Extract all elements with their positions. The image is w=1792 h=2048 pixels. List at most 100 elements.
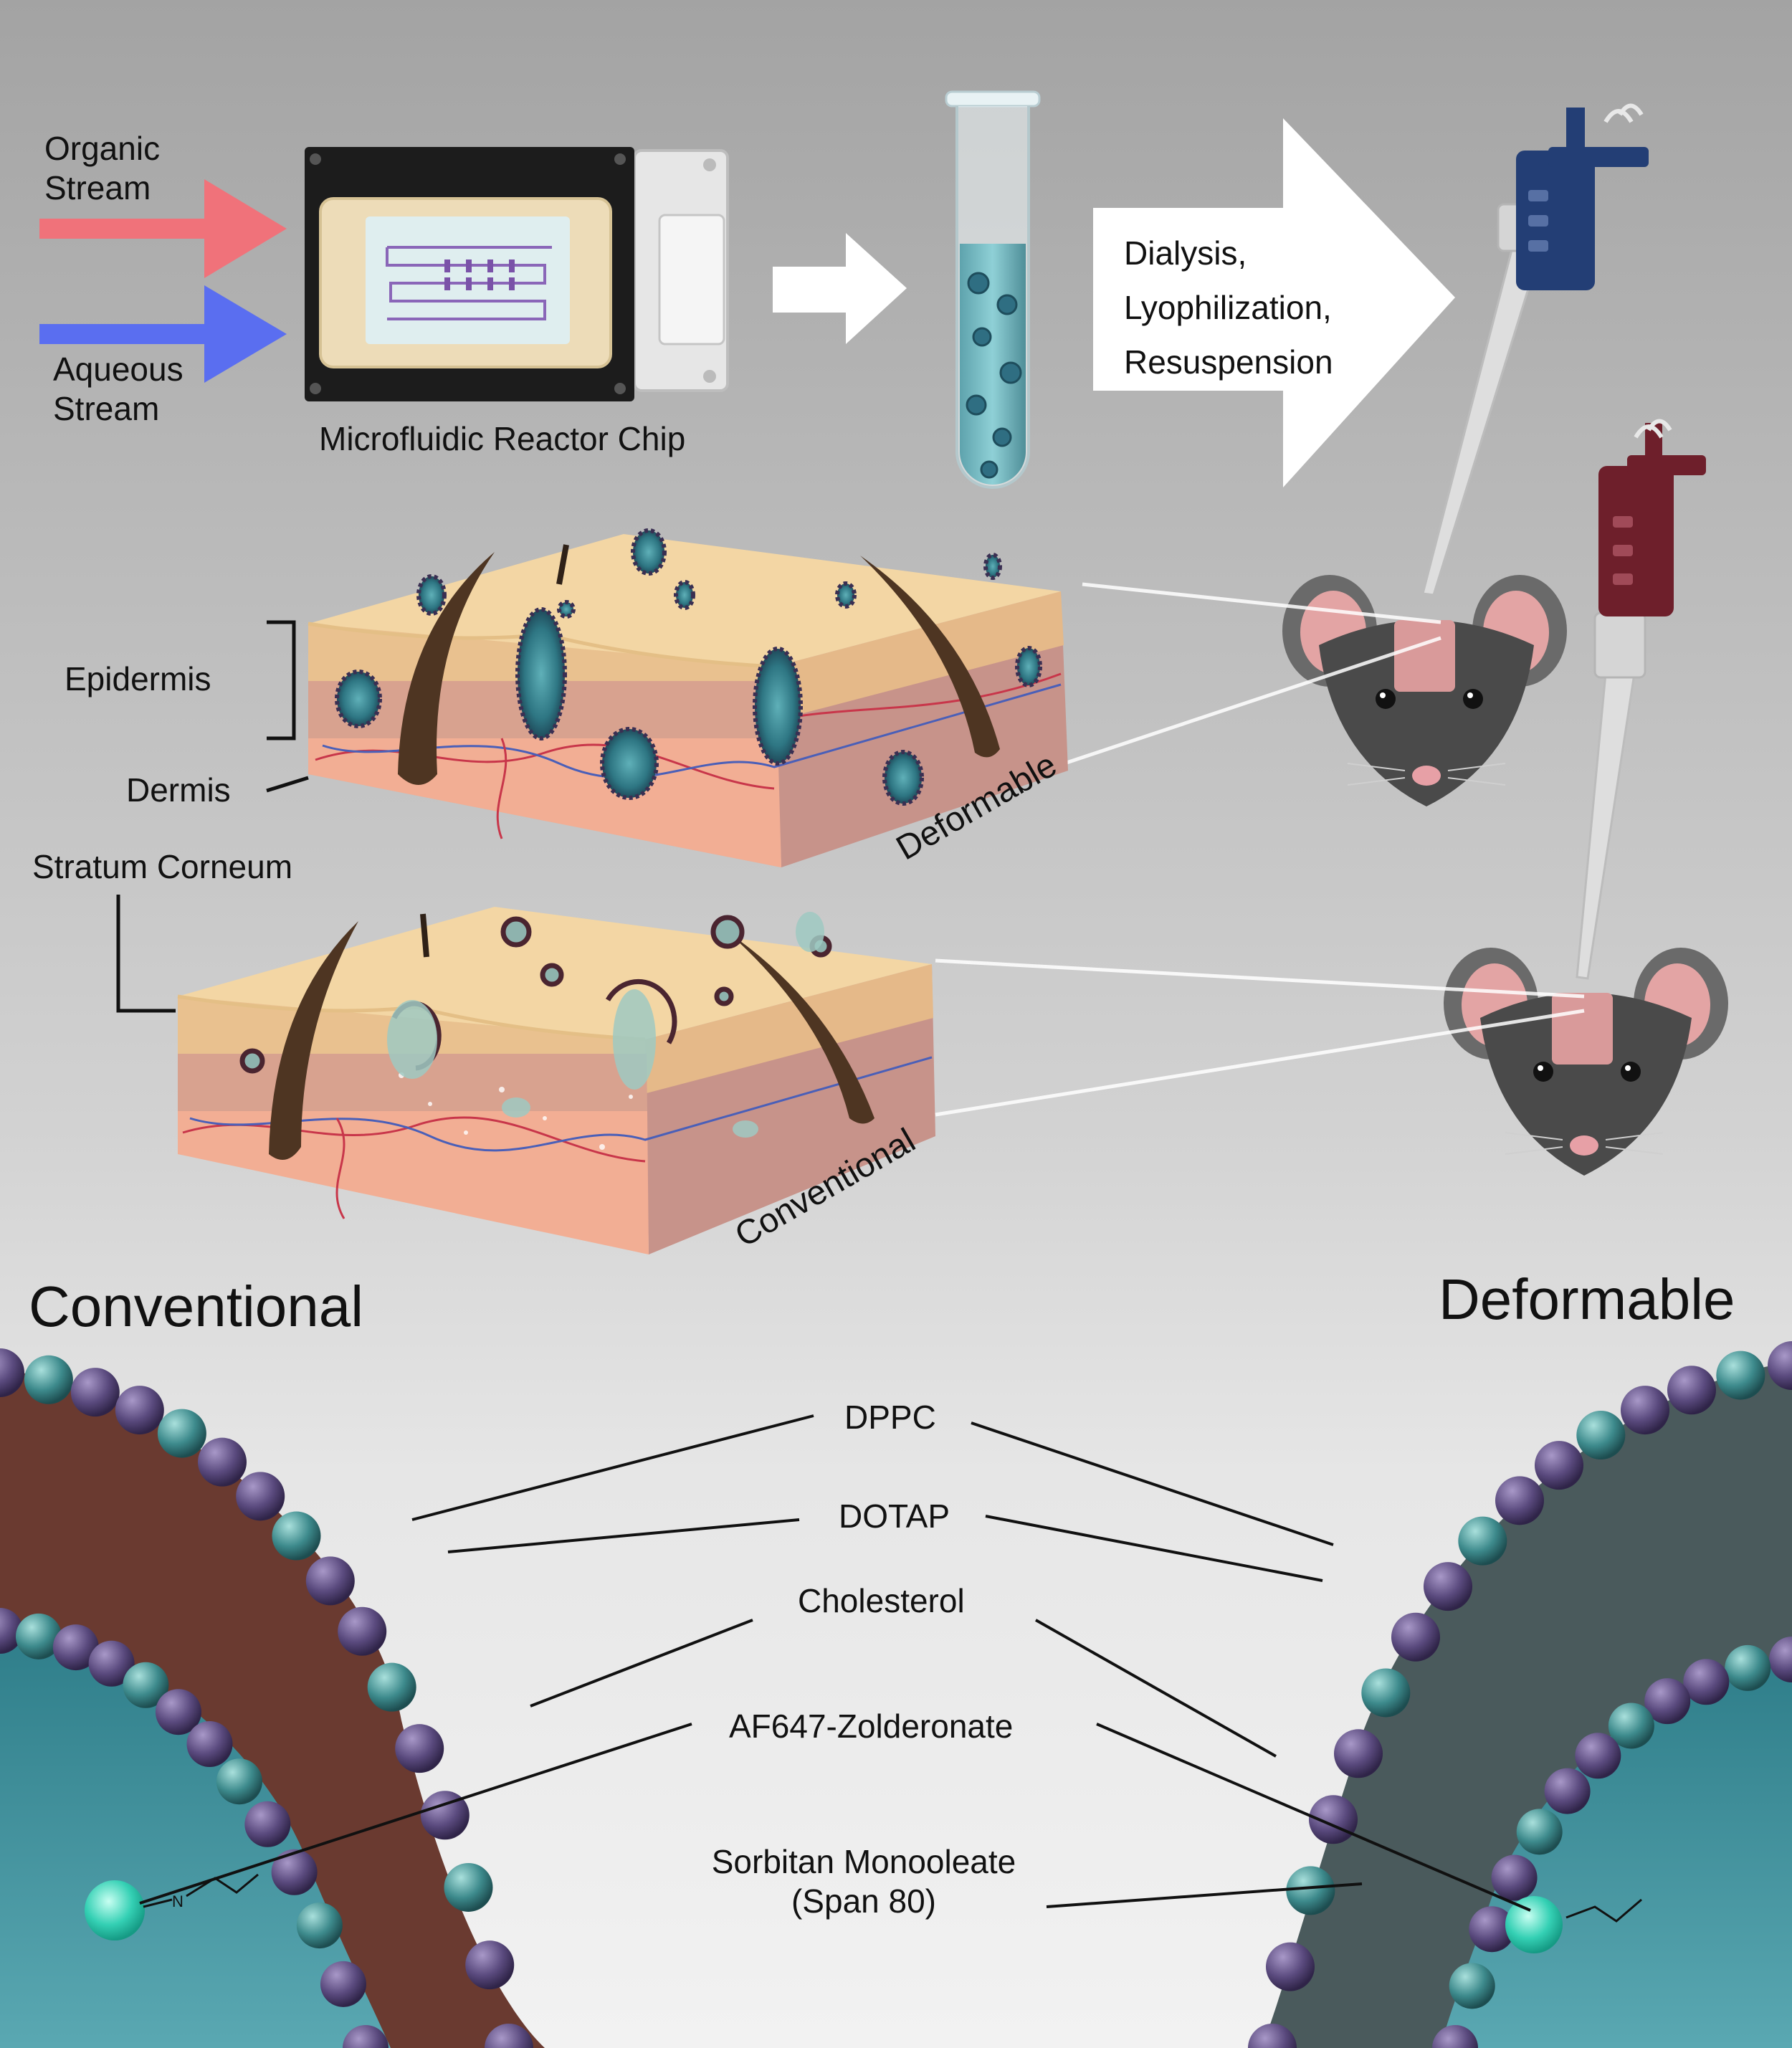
skin-block-icon (308, 528, 1068, 867)
skin-block-icon (177, 907, 935, 1254)
lipid-head (1424, 1562, 1472, 1611)
lipid-head (1469, 1906, 1515, 1953)
process-step-dialysis: Dialysis, (1124, 234, 1247, 272)
process-step-resuspension: Resuspension (1124, 343, 1333, 381)
lipid-head (155, 1689, 201, 1735)
lipid-head (1535, 1441, 1583, 1490)
af647-fluorophore (1505, 1896, 1563, 1953)
test-tube-icon (945, 90, 1041, 489)
process-step-lyophilization: Lyophilization, (1124, 289, 1332, 326)
lipid-head (296, 1902, 343, 1949)
lipid-head (338, 1606, 387, 1656)
epidermis-label: Epidermis (65, 660, 211, 697)
cholesterol-label: Cholesterol (798, 1582, 965, 1619)
lipid-head (1575, 1733, 1621, 1779)
lipid-head (1716, 1351, 1765, 1400)
lipid-head (123, 1662, 169, 1708)
lipid-head (343, 2025, 389, 2048)
lipid-head (1621, 1386, 1669, 1435)
dermis-label: Dermis (126, 771, 231, 809)
lipid-head (271, 1849, 318, 1895)
lipid-head (420, 1791, 470, 1840)
af647-zolderonate-label: AF647-Zolderonate (729, 1708, 1014, 1745)
aqueous-stream-line-1: Aqueous (53, 351, 184, 388)
deformable-title: Deformable (1439, 1267, 1735, 1331)
lipid-head (15, 1613, 62, 1659)
lipid-head (1667, 1366, 1716, 1415)
lipid-head (1361, 1668, 1411, 1718)
lipid-head (1266, 1942, 1315, 1991)
lipid-head (1769, 1637, 1792, 1682)
lipid-head (1458, 1516, 1507, 1566)
lipid-head (1248, 2024, 1297, 2048)
lipid-head (305, 1556, 355, 1606)
lipid-head (1768, 1341, 1792, 1390)
organic-stream-line-2: Stream (44, 169, 151, 207)
lipid-head (1495, 1476, 1544, 1525)
microfluidic-chip-icon (305, 147, 729, 401)
chip-to-tube-arrow (773, 233, 907, 344)
pipette-icon (1421, 103, 1649, 596)
lipid-head (485, 2024, 533, 2048)
process-arrow (1093, 118, 1455, 487)
lipid-head (1576, 1411, 1626, 1460)
lipid-head (465, 1940, 515, 1990)
lipid-head (70, 1368, 120, 1417)
lipid-head (1286, 1866, 1335, 1915)
lipid-head (444, 1862, 493, 1912)
organic-stream-line-1: Organic (44, 130, 161, 167)
span80-label: Sorbitan Monooleate (Span 80) (685, 1842, 1043, 1921)
lipid-head (395, 1724, 444, 1773)
aqueous-stream-line-2: Stream (53, 390, 160, 428)
span80-line-2: (Span 80) (791, 1882, 936, 1920)
lipid-head (272, 1511, 321, 1561)
lipid-head (1683, 1659, 1730, 1705)
pipette-icon (1576, 419, 1706, 980)
lipid-head (115, 1386, 164, 1435)
lipid-head (24, 1355, 73, 1404)
lipid-head (198, 1437, 247, 1487)
mouse-icon (1282, 575, 1567, 806)
lipid-head (216, 1758, 262, 1805)
svg-text:N: N (172, 1892, 184, 1910)
conventional-title: Conventional (29, 1275, 363, 1338)
mouse-icon (1444, 948, 1728, 1176)
lipid-head (88, 1640, 135, 1687)
liposome-icon (1248, 1341, 1792, 2048)
label-leaders (116, 620, 309, 1013)
lipid-head (367, 1662, 416, 1712)
application-lines (935, 582, 1585, 1117)
organic-stream-label: Organic Stream (44, 129, 160, 208)
component-leaders (139, 1414, 1531, 1912)
lipid-head (0, 1348, 24, 1397)
lipid-head (1516, 1809, 1563, 1855)
lipid-head (1544, 1768, 1591, 1814)
liposome-icon: N (0, 1348, 545, 2048)
aqueous-stream-arrow (39, 285, 287, 383)
chip-label: Microfluidic Reactor Chip (319, 420, 686, 457)
lipid-head (52, 1624, 99, 1671)
af647-fluorophore (85, 1880, 145, 1940)
lipid-head (186, 1721, 233, 1767)
lipid-head (1608, 1702, 1654, 1749)
stratum-corneum-label: Stratum Corneum (32, 848, 293, 885)
lipid-head (1725, 1644, 1771, 1691)
lipid-head (1449, 1963, 1495, 2009)
lipid-head (1432, 2025, 1478, 2048)
lipid-head (1491, 1854, 1538, 1901)
lipid-head (1644, 1678, 1691, 1725)
lipid-head (244, 1801, 291, 1847)
lipid-head (320, 1961, 366, 2007)
lipid-head (1391, 1612, 1440, 1662)
aqueous-stream-label: Aqueous Stream (53, 350, 184, 429)
dotap-label: DOTAP (839, 1497, 950, 1535)
process-steps: Dialysis, Lyophilization, Resuspension (1124, 226, 1333, 389)
dppc-label: DPPC (844, 1399, 936, 1436)
span80-line-1: Sorbitan Monooleate (711, 1843, 1016, 1880)
organic-stream-arrow (39, 179, 287, 278)
lipid-head (1334, 1729, 1383, 1778)
lipid-head (157, 1409, 206, 1458)
lipid-head (236, 1472, 285, 1521)
